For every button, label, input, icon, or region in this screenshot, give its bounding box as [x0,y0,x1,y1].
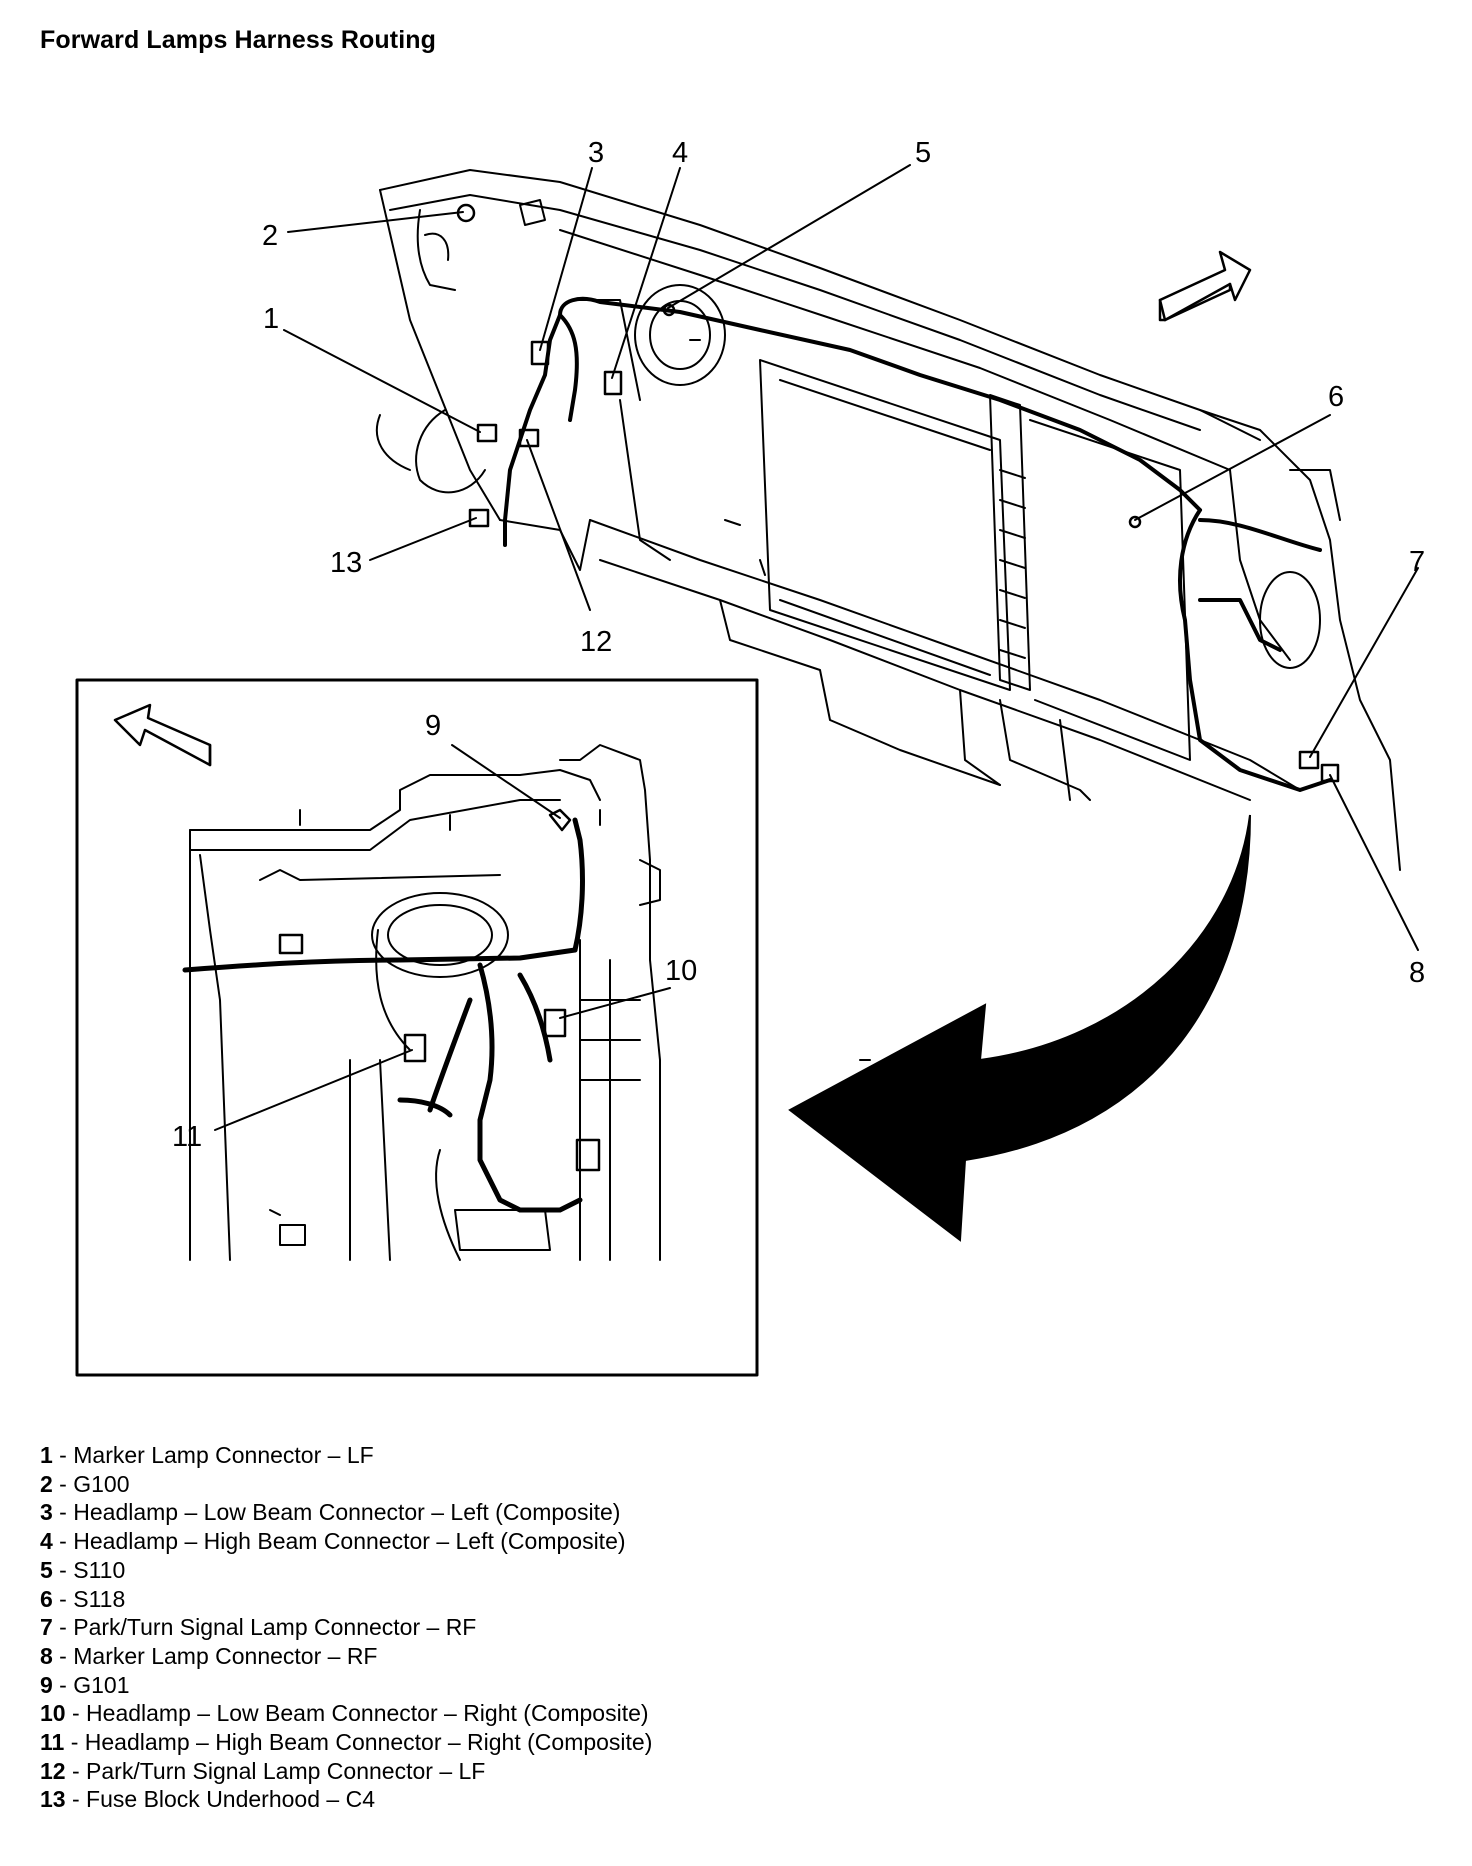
s110-splice [662,303,676,317]
fuse-block-connector-inset [575,1138,601,1172]
detail-inset-frame [75,678,759,1377]
callout-10: 10 [665,955,697,987]
legend-item: 1 - Marker Lamp Connector – LF [40,1442,374,1468]
detail-inset-harness [182,817,585,1213]
callout-13: 13 [330,547,362,579]
callout-legend: 1 - Marker Lamp Connector – LF 2 - G100 … [40,1441,940,1814]
callout-11: 11 [172,1121,202,1153]
callout-labels: 2 1 3 4 5 6 7 8 12 13 9 10 11 [172,137,1425,1153]
park-turn-signal-connector-rf [1298,750,1320,770]
radiator-support-structure [375,169,1401,1061]
detail-inset-structure [189,744,661,1261]
legend-item: 8 - Marker Lamp Connector – RF [40,1642,378,1669]
detail-pointer-arrow [788,814,1251,1242]
forward-direction-arrow [1158,250,1252,322]
diagram-title: Forward Lamps Harness Routing [40,26,437,54]
callout-2: 2 [262,220,278,252]
legend-item: 13 - Fuse Block Underhood – C4 [40,1786,375,1813]
rearward-direction-arrow [113,703,212,767]
callout-5: 5 [915,137,931,169]
callout-4: 4 [672,137,688,169]
leader-lines-main [283,164,1419,951]
legend-item: 12 - Park/Turn Signal Lamp Connector – L… [40,1757,486,1784]
leader-lines-inset [214,744,671,1131]
callout-3: 3 [588,137,604,169]
callout-9: 9 [425,710,441,742]
fuse-block-underhood-c4 [468,508,490,528]
legend-item: 11 - Headlamp – High Beam Connector – Ri… [40,1729,653,1756]
s118-splice [1128,515,1142,529]
callout-8: 8 [1409,957,1425,989]
marker-lamp-connector-rf [1320,763,1340,783]
callout-12: 12 [580,626,612,658]
marker-lamp-connector-lf [476,423,498,443]
legend-item: 4 - Headlamp – High Beam Connector – Lef… [40,1528,626,1555]
legend-item: 2 - G100 [40,1470,130,1497]
callout-6: 6 [1328,381,1344,413]
legend-item: 6 - S118 [40,1585,126,1612]
callout-7: 7 [1409,546,1425,578]
legend-item: 7 - Park/Turn Signal Lamp Connector – RF [40,1614,477,1641]
callout-1: 1 [263,303,279,335]
main-harness [503,296,1332,792]
detail-inset-connectors [278,808,601,1172]
headlamp-low-beam-connector-left [530,340,550,366]
main-connectors [456,203,1340,783]
g101-ground-bolt [548,808,572,832]
legend-item: 3 - Headlamp – Low Beam Connector – Left… [40,1499,621,1526]
headlamp-high-beam-connector-right [403,1033,427,1063]
legend-item: 9 - G101 [40,1671,130,1698]
headlamp-low-beam-connector-right [543,1008,567,1038]
legend-item: 5 - S110 [40,1556,126,1583]
legend-item: 10 - Headlamp – Low Beam Connector – Rig… [40,1700,649,1727]
